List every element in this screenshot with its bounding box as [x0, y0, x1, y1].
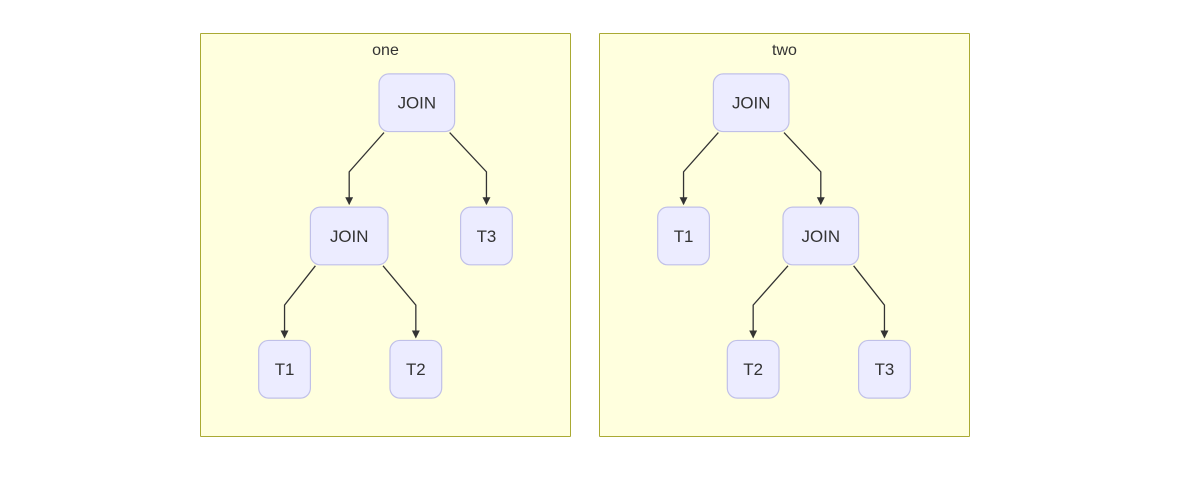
- node-join_top-label: JOIN: [398, 94, 436, 113]
- edge-join_top-join_mid: [345, 132, 385, 206]
- edge-join_mid-t1: [280, 265, 316, 339]
- node-join_mid: JOIN: [782, 206, 860, 266]
- node-t1: T1: [657, 206, 711, 266]
- node-join_top: JOIN: [378, 73, 456, 133]
- edge-join_mid-t3: [853, 265, 889, 339]
- edge-join_top-t1: [679, 132, 719, 206]
- edge-join_top-t3: [449, 132, 491, 206]
- node-join_top: JOIN: [712, 73, 790, 133]
- node-t1-label: T1: [674, 227, 694, 246]
- edge-join_top-join_mid: [783, 132, 825, 206]
- node-join_top-box: [712, 73, 790, 133]
- node-join_mid-label: JOIN: [330, 227, 368, 246]
- node-t3: T3: [858, 339, 911, 399]
- node-join_mid-label: JOIN: [802, 227, 840, 246]
- subgraph-two-title: two: [772, 42, 797, 59]
- node-t2-box: [389, 339, 443, 399]
- node-t1: T1: [258, 339, 312, 399]
- node-t2: T2: [726, 339, 780, 399]
- node-join_mid-box: [782, 206, 860, 266]
- node-t1-box: [657, 206, 711, 266]
- node-t3: T3: [459, 206, 513, 266]
- node-t1-box: [258, 339, 312, 399]
- node-t3-label: T3: [477, 227, 497, 246]
- node-join_mid: JOIN: [309, 206, 389, 266]
- node-t2-label: T2: [406, 360, 426, 379]
- subgraph-one-title: one: [372, 42, 399, 59]
- node-t3-label: T3: [875, 360, 895, 379]
- node-t3-box: [459, 206, 513, 266]
- node-t2-label: T2: [743, 360, 763, 379]
- node-t2: T2: [389, 339, 443, 399]
- subgraph-two: two JOIN T1 JOIN T2 T3: [599, 33, 970, 437]
- edge-join_mid-t2: [749, 265, 789, 339]
- node-t3-box: [858, 339, 911, 399]
- edge-join_mid-t2: [382, 265, 420, 339]
- diagram-two-svg: JOIN T1 JOIN T2 T3: [657, 73, 911, 399]
- node-t1-label: T1: [275, 360, 295, 379]
- node-t2-box: [726, 339, 780, 399]
- node-join_top-box: [378, 73, 456, 133]
- node-join_mid-box: [309, 206, 389, 266]
- node-join_top-label: JOIN: [732, 94, 770, 113]
